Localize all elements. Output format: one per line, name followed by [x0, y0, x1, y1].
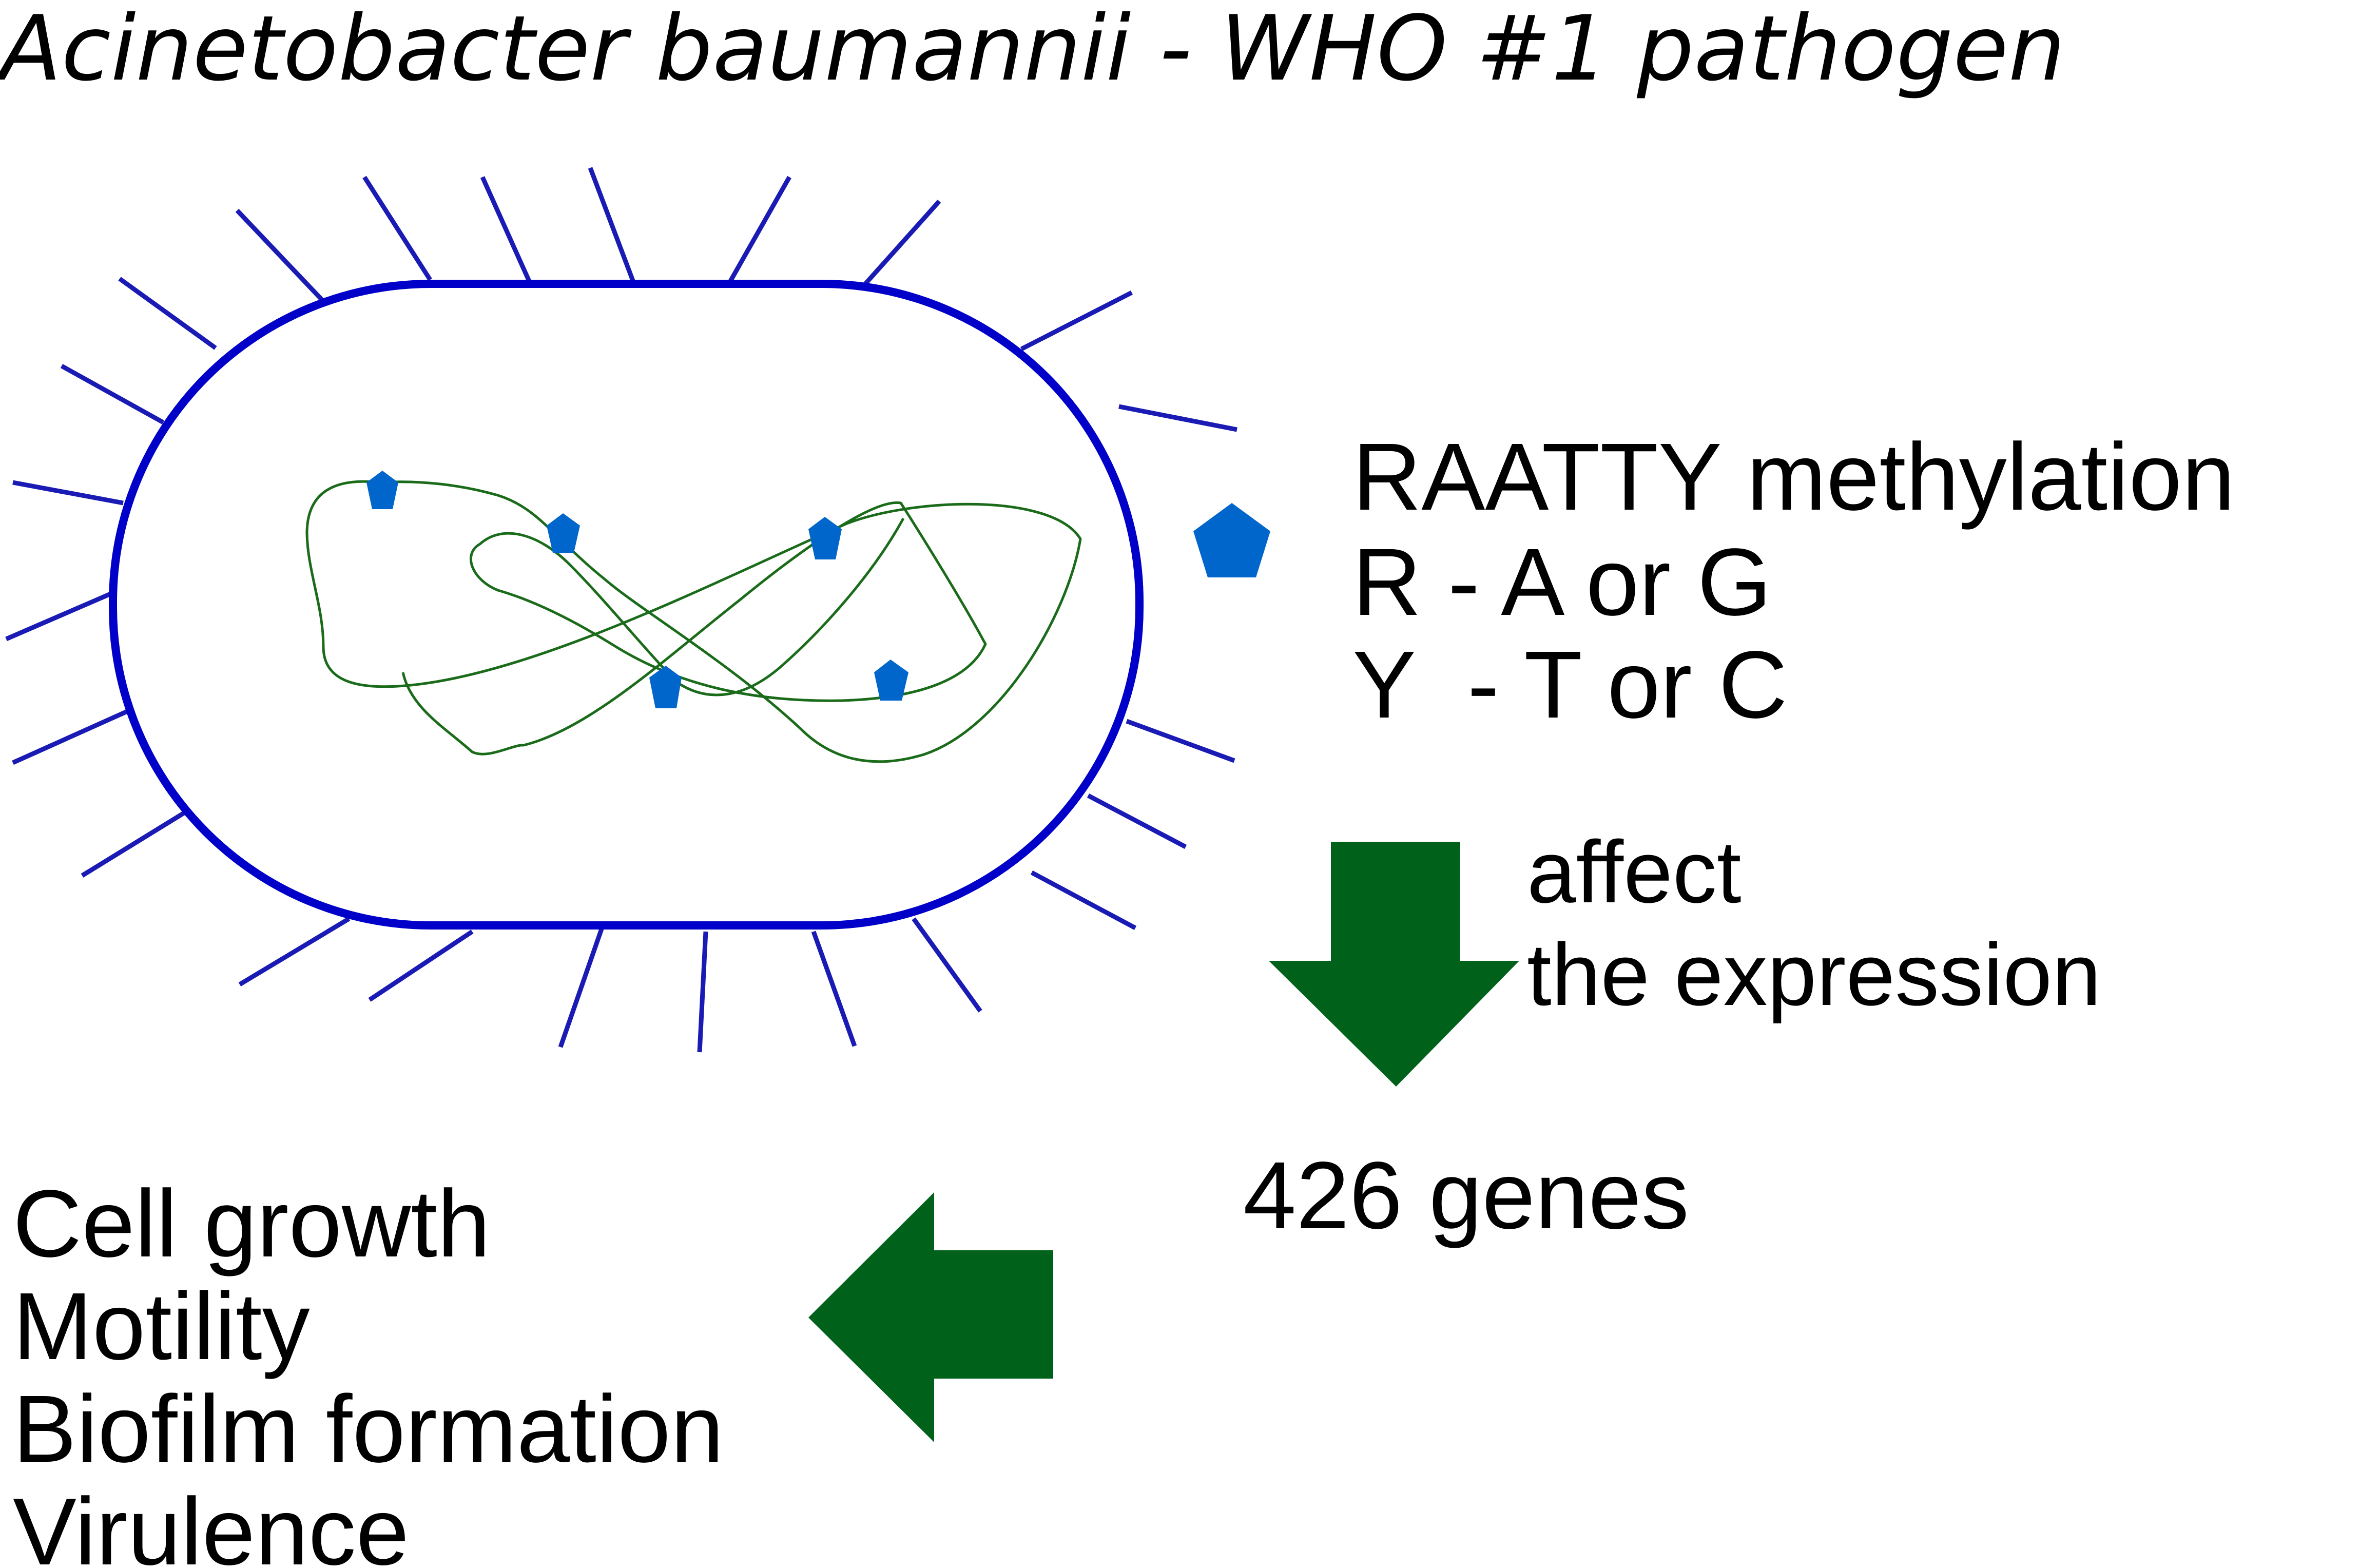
legend-line-motif: RAATTY methylation [1352, 424, 2235, 530]
outcomes-list: Cell growth Motility Biofilm formation V… [13, 1171, 724, 1568]
effect-line-expression: the expression [1527, 925, 2101, 1024]
outcome-biofilm-formation: Biofilm formation [13, 1376, 724, 1482]
methylation-legend: RAATTY methylation R - A or G Y - T or C [1352, 424, 2235, 738]
pentagon-icon [1193, 503, 1270, 577]
genes-label: 426 genes [1243, 1143, 1689, 1249]
outcome-cell-growth: Cell growth [13, 1171, 490, 1277]
cell-membrane [113, 284, 1139, 925]
left-arrow [808, 1192, 1053, 1442]
legend-line-r: R - A or G [1352, 529, 1772, 635]
diagram-title: Acinetobacter baumannii - WHO #1 pathoge… [0, 0, 2065, 101]
outcome-motility: Motility [13, 1273, 310, 1380]
outcome-virulence: Virulence [13, 1479, 409, 1568]
legend-line-y: Y - T or C [1352, 632, 1788, 738]
down-arrow [1269, 842, 1519, 1087]
effect-line-affect: affect [1527, 823, 1742, 921]
effect-label: affect the expression [1527, 823, 2101, 1024]
